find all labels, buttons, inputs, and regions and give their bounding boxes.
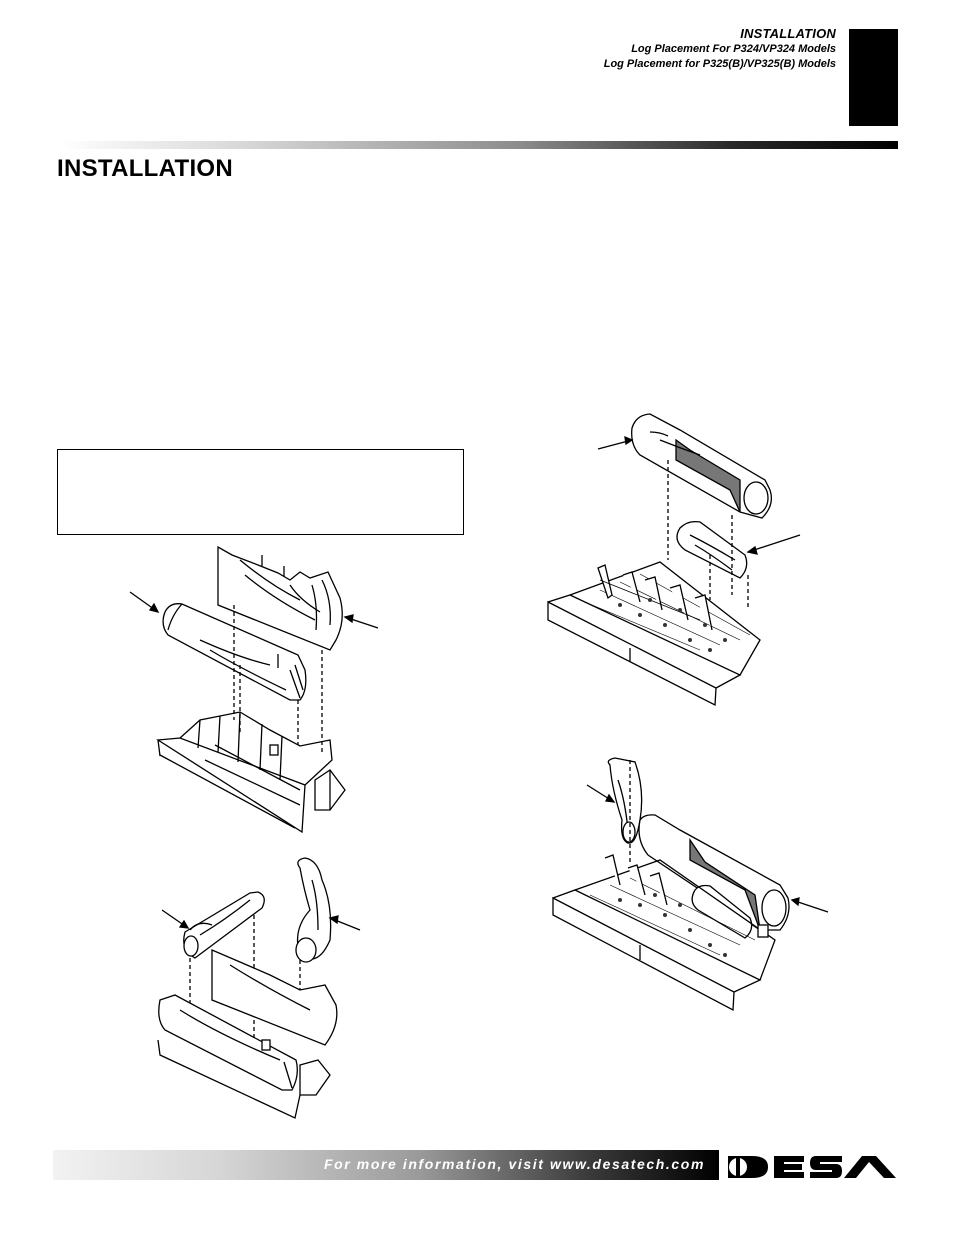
note-box	[57, 449, 464, 535]
page-title: INSTALLATION	[57, 155, 234, 182]
figure-log-placement-step-3	[547, 413, 801, 707]
page-tab-marker	[849, 29, 898, 126]
footer-bar: For more information, visit www.desatech…	[53, 1150, 719, 1180]
figure-log-placement-step-2	[157, 857, 361, 1119]
header-subtitle-2: Log Placement for P325(B)/VP325(B) Model…	[603, 58, 836, 70]
footer-website-text: For more information, visit www.desatech…	[323, 1156, 705, 1172]
header-section-title: INSTALLATION	[740, 26, 836, 41]
figure-log-placement-step-1	[129, 545, 379, 834]
header-subtitle-1: Log Placement For P324/VP324 Models	[631, 43, 836, 55]
figure-log-placement-step-4	[552, 757, 829, 1012]
header-gradient-rule	[57, 141, 898, 149]
desa-logo	[728, 1156, 896, 1178]
